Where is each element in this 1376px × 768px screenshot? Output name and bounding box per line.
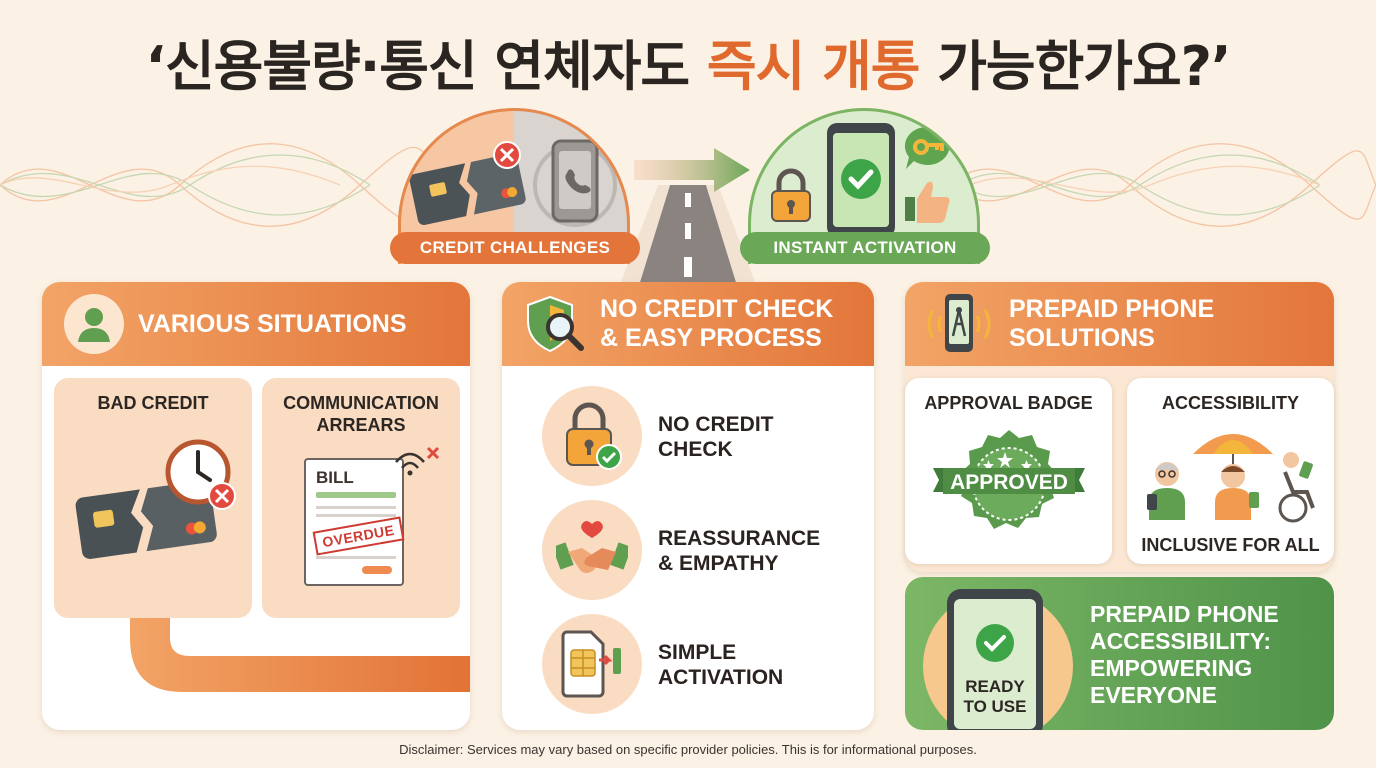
ready-phone-icon: READY TO USE	[947, 589, 1043, 730]
bill-line	[316, 506, 396, 509]
arrears-label-line-1: COMMUNICATION	[283, 393, 439, 413]
no-signal-icon	[395, 446, 440, 476]
shield-magnifier-icon	[524, 293, 586, 355]
handshake-icon	[542, 500, 642, 600]
overdue-stamp: OVERDUE	[312, 516, 405, 556]
feature-line-2: ACTIVATION	[658, 666, 784, 689]
broken-card-clock-icon	[75, 439, 236, 559]
check-icon	[976, 624, 1014, 662]
broken-card-icon	[409, 141, 526, 225]
approval-badge-label: APPROVAL BADGE	[924, 393, 1093, 413]
ready-text: READY TO USE	[947, 677, 1043, 717]
page-title: ‘신용불량·통신 연체자도 즉시 개통 가능한가요?’	[0, 22, 1376, 101]
feature-line-1: SIMPLE	[658, 641, 737, 664]
flow-arrow-icon	[130, 618, 470, 692]
accessibility-label: ACCESSIBILITY	[1161, 393, 1299, 413]
various-situations-header: VARIOUS SITUATIONS	[42, 282, 470, 366]
credit-challenges-label: CREDIT CHALLENGES	[390, 232, 640, 264]
bill-line	[316, 556, 396, 559]
feature-line-2: & EMPATHY	[658, 552, 779, 575]
prepaid-solutions-heading: PREPAID PHONE SOLUTIONS	[1009, 295, 1214, 353]
key-bubble-icon	[904, 126, 950, 169]
empower-text: PREPAID PHONE ACCESSIBILITY: EMPOWERING …	[1090, 601, 1279, 709]
background-waves	[0, 143, 1376, 227]
no-credit-check-text: NO CREDIT CHECK	[658, 412, 774, 462]
prepaid-empower-card: READY TO USE PREPAID PHONE ACCESSIBILITY…	[905, 577, 1334, 730]
title-highlight: 즉시 개통	[706, 35, 921, 98]
empower-line-3: EMPOWERING	[1090, 655, 1253, 681]
road-illustration	[616, 185, 760, 295]
title-part-1: ‘신용불량·통신 연체자도	[145, 35, 707, 98]
phone-ring-icon	[533, 139, 617, 227]
heading-line-2: SOLUTIONS	[1009, 324, 1155, 352]
title-part-2: 가능한가요?’	[919, 35, 1231, 98]
lock-icon	[771, 168, 811, 222]
progress-arrow-icon	[634, 148, 750, 192]
bad-credit-panel: BAD CREDIT	[54, 378, 252, 618]
arrears-label-line-2: ARREARS	[316, 415, 406, 435]
feature-line-1: REASSURANCE	[658, 527, 821, 550]
feature-line-1: NO CREDIT	[658, 413, 774, 436]
phone-check-icon	[827, 123, 895, 237]
person-icon	[64, 294, 124, 354]
heading-line-1: PREPAID PHONE	[1009, 295, 1215, 323]
ready-line-1: READY	[965, 677, 1025, 696]
communication-arrears-panel: COMMUNICATION ARREARS BILL OVERDUE	[262, 378, 460, 618]
disclaimer-text: Disclaimer: Services may vary based on s…	[399, 742, 977, 757]
bill-line	[316, 492, 396, 498]
empower-line-2: ACCESSIBILITY:	[1090, 628, 1272, 654]
no-credit-check-header: NO CREDIT CHECK & EASY PROCESS	[502, 282, 874, 366]
phone-screen	[954, 599, 1036, 729]
approval-badge-panel: APPROVAL BADGE APPROVED	[905, 378, 1112, 564]
prepaid-solutions-header: PREPAID PHONE SOLUTIONS	[905, 282, 1334, 366]
bill-icon: BILL OVERDUE	[304, 458, 405, 586]
approved-badge-icon	[933, 430, 1085, 529]
sim-card-icon	[542, 614, 642, 714]
bill-label: BILL	[316, 468, 354, 487]
heading-line-1: NO CREDIT CHECK	[600, 295, 834, 323]
no-credit-check-card: NO CREDIT CHECK & EASY PROCESS NO CREDIT…	[502, 282, 874, 730]
heading-line-2: & EASY PROCESS	[600, 324, 822, 352]
various-situations-heading: VARIOUS SITUATIONS	[138, 309, 407, 338]
empower-line-4: EVERYONE	[1090, 682, 1217, 708]
umbrella-people-icon	[1147, 434, 1315, 523]
lock-check-icon	[542, 386, 642, 486]
no-credit-check-heading: NO CREDIT CHECK & EASY PROCESS	[600, 295, 833, 353]
thumbs-up-icon	[905, 181, 950, 223]
various-situations-card: VARIOUS SITUATIONS BAD CREDIT COMMUNICAT…	[42, 282, 470, 730]
approved-text: APPROVED	[950, 471, 1068, 494]
reassurance-text: REASSURANCE & EMPATHY	[658, 526, 820, 576]
empower-line-1: PREPAID PHONE	[1090, 601, 1279, 627]
accessibility-panel: ACCESSIBILITY INCLUSIVE FOR ALL	[1127, 378, 1334, 564]
inclusive-text: INCLUSIVE FOR ALL	[1141, 535, 1320, 555]
phone-signal-icon	[923, 292, 995, 356]
ready-line-2: TO USE	[963, 697, 1027, 716]
instant-activation-label: INSTANT ACTIVATION	[740, 232, 990, 264]
simple-activation-text: SIMPLE ACTIVATION	[658, 640, 783, 690]
bill-line	[316, 514, 396, 517]
bad-credit-label: BAD CREDIT	[97, 393, 209, 413]
bill-amount-bar	[362, 566, 392, 574]
feature-line-2: CHECK	[658, 438, 733, 461]
